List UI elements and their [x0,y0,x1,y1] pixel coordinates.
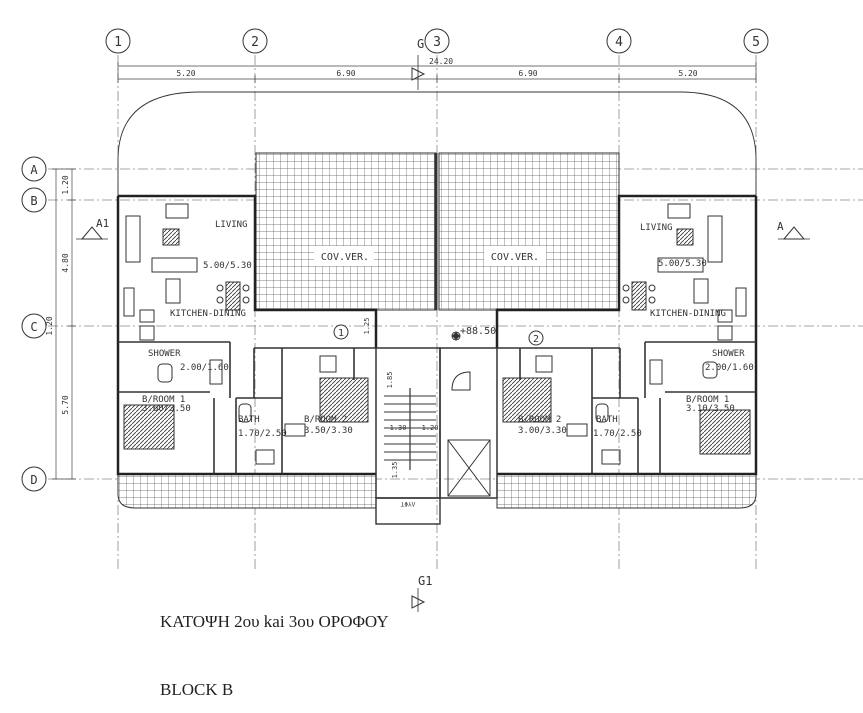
furniture-right [502,203,751,465]
living-left-size: 5.00/5.30 [203,261,252,271]
covered-veranda-right [438,152,620,311]
grid-col-2: 2 [251,35,259,50]
dim-stair-2: 1.30 [390,424,407,432]
dim-v-1: 1.20 [61,175,70,194]
balcony-right [496,473,757,509]
grid-col-5: 5 [752,35,760,50]
stairwell [375,347,498,525]
section-a-label: A [777,220,784,233]
section-g1-marker: G1 [411,574,432,612]
section-a-marker: A [777,220,810,240]
horizontal-dimensions [117,62,757,83]
shower-left-label: SHOWER [148,349,181,359]
flat-marker-1: 1 [338,328,344,339]
kitchen-right-label: KITCHEN-DINING [650,309,726,319]
grid-col-1: 1 [114,35,122,50]
dim-stair-3: 1.20 [422,424,439,432]
section-a1-marker: A1 [76,217,109,240]
level-marker: +88.50 [451,326,496,341]
grid-col-3: 3 [433,35,441,50]
dim-stair-1: 1.85 [386,372,394,389]
grid-col-4: 4 [615,35,623,50]
section-a1-label: A1 [96,217,109,230]
grid-row-d: D [30,473,37,487]
flat-markers: 1 2 [333,324,544,346]
bath-right-label: BATH [596,415,618,425]
exterior-walls [116,194,758,476]
bed1-left-size: 3.60/3.50 [142,404,191,414]
dim-span-1: 5.20 [176,69,195,78]
lift-label: ΛΥΦΤ [400,500,415,507]
interior-walls-left [118,341,376,474]
cov-ver-right-label: COV.VER. [491,252,539,263]
flat-marker-2: 2 [533,334,539,345]
dim-span-2: 6.90 [336,69,355,78]
room-labels-right: LIVING 5.00/5.30 KITCHEN-DINING SHOWER 2… [518,223,754,439]
dim-span-4: 5.20 [678,69,697,78]
bed1-right-size: 3.10/3.50 [686,404,735,414]
dim-stair-4: 1.35 [391,462,399,479]
bed2-left-label: B/ROOM 2 [304,415,347,425]
furniture-left [123,203,369,465]
dim-stair-5: 1.25 [363,318,371,335]
dim-v-4: 5.70 [61,395,70,414]
column-grid-bubbles: 1 2 3 4 5 [105,28,769,54]
vertical-dimensions [52,168,76,480]
shower-left-size: 2.00/1.60 [180,363,229,373]
kitchen-left-label: KITCHEN-DINING [170,309,246,319]
dim-span-3: 6.90 [518,69,537,78]
living-right-label: LIVING [640,223,673,233]
bath-right-size: 1.70/2.50 [593,429,642,439]
dim-v-2: 4.80 [61,253,70,272]
block-caption: BLOCK B [160,680,234,699]
bed1-right-label: B/ROOM 1 [686,395,729,405]
floor-caption: ΚΑΤΟΨΗ 2ου kai 3ου ΟΡΟΦΟΥ [160,612,389,631]
shower-right-size: 2.00/1.60 [705,363,754,373]
roof-eave-outline [117,91,757,200]
grid-row-c: C [30,320,37,334]
section-g-marker: G [411,37,426,90]
bed2-left-size: 3.50/3.30 [304,426,353,436]
shower-right-label: SHOWER [712,349,745,359]
bed2-right-label: B/ROOM 2 [518,415,561,425]
living-right-size: 5.00/5.30 [658,259,707,269]
bath-left-size: 1.70/2.50 [238,429,287,439]
bath-left-label: BATH [238,415,260,425]
level-label: +88.50 [460,326,496,337]
dim-v-3: 1.20 [45,316,54,335]
bed2-right-size: 3.00/3.30 [518,426,567,436]
room-labels-left: LIVING 5.00/5.30 KITCHEN-DINING SHOWER 2… [142,220,353,439]
grid-row-b: B [30,194,37,208]
interior-walls-right [497,341,756,474]
section-g1-label: G1 [418,574,432,588]
balcony-left [117,473,377,509]
grid-row-a: A [30,163,38,177]
covered-veranda-left [255,152,437,311]
row-grid-bubbles: A B C D [21,156,47,492]
bed1-left-label: B/ROOM 1 [142,395,185,405]
living-left-label: LIVING [215,220,248,230]
section-g-label: G [417,37,424,51]
cov-ver-left-label: COV.VER. [321,252,369,263]
dim-total: 24.20 [429,57,453,66]
